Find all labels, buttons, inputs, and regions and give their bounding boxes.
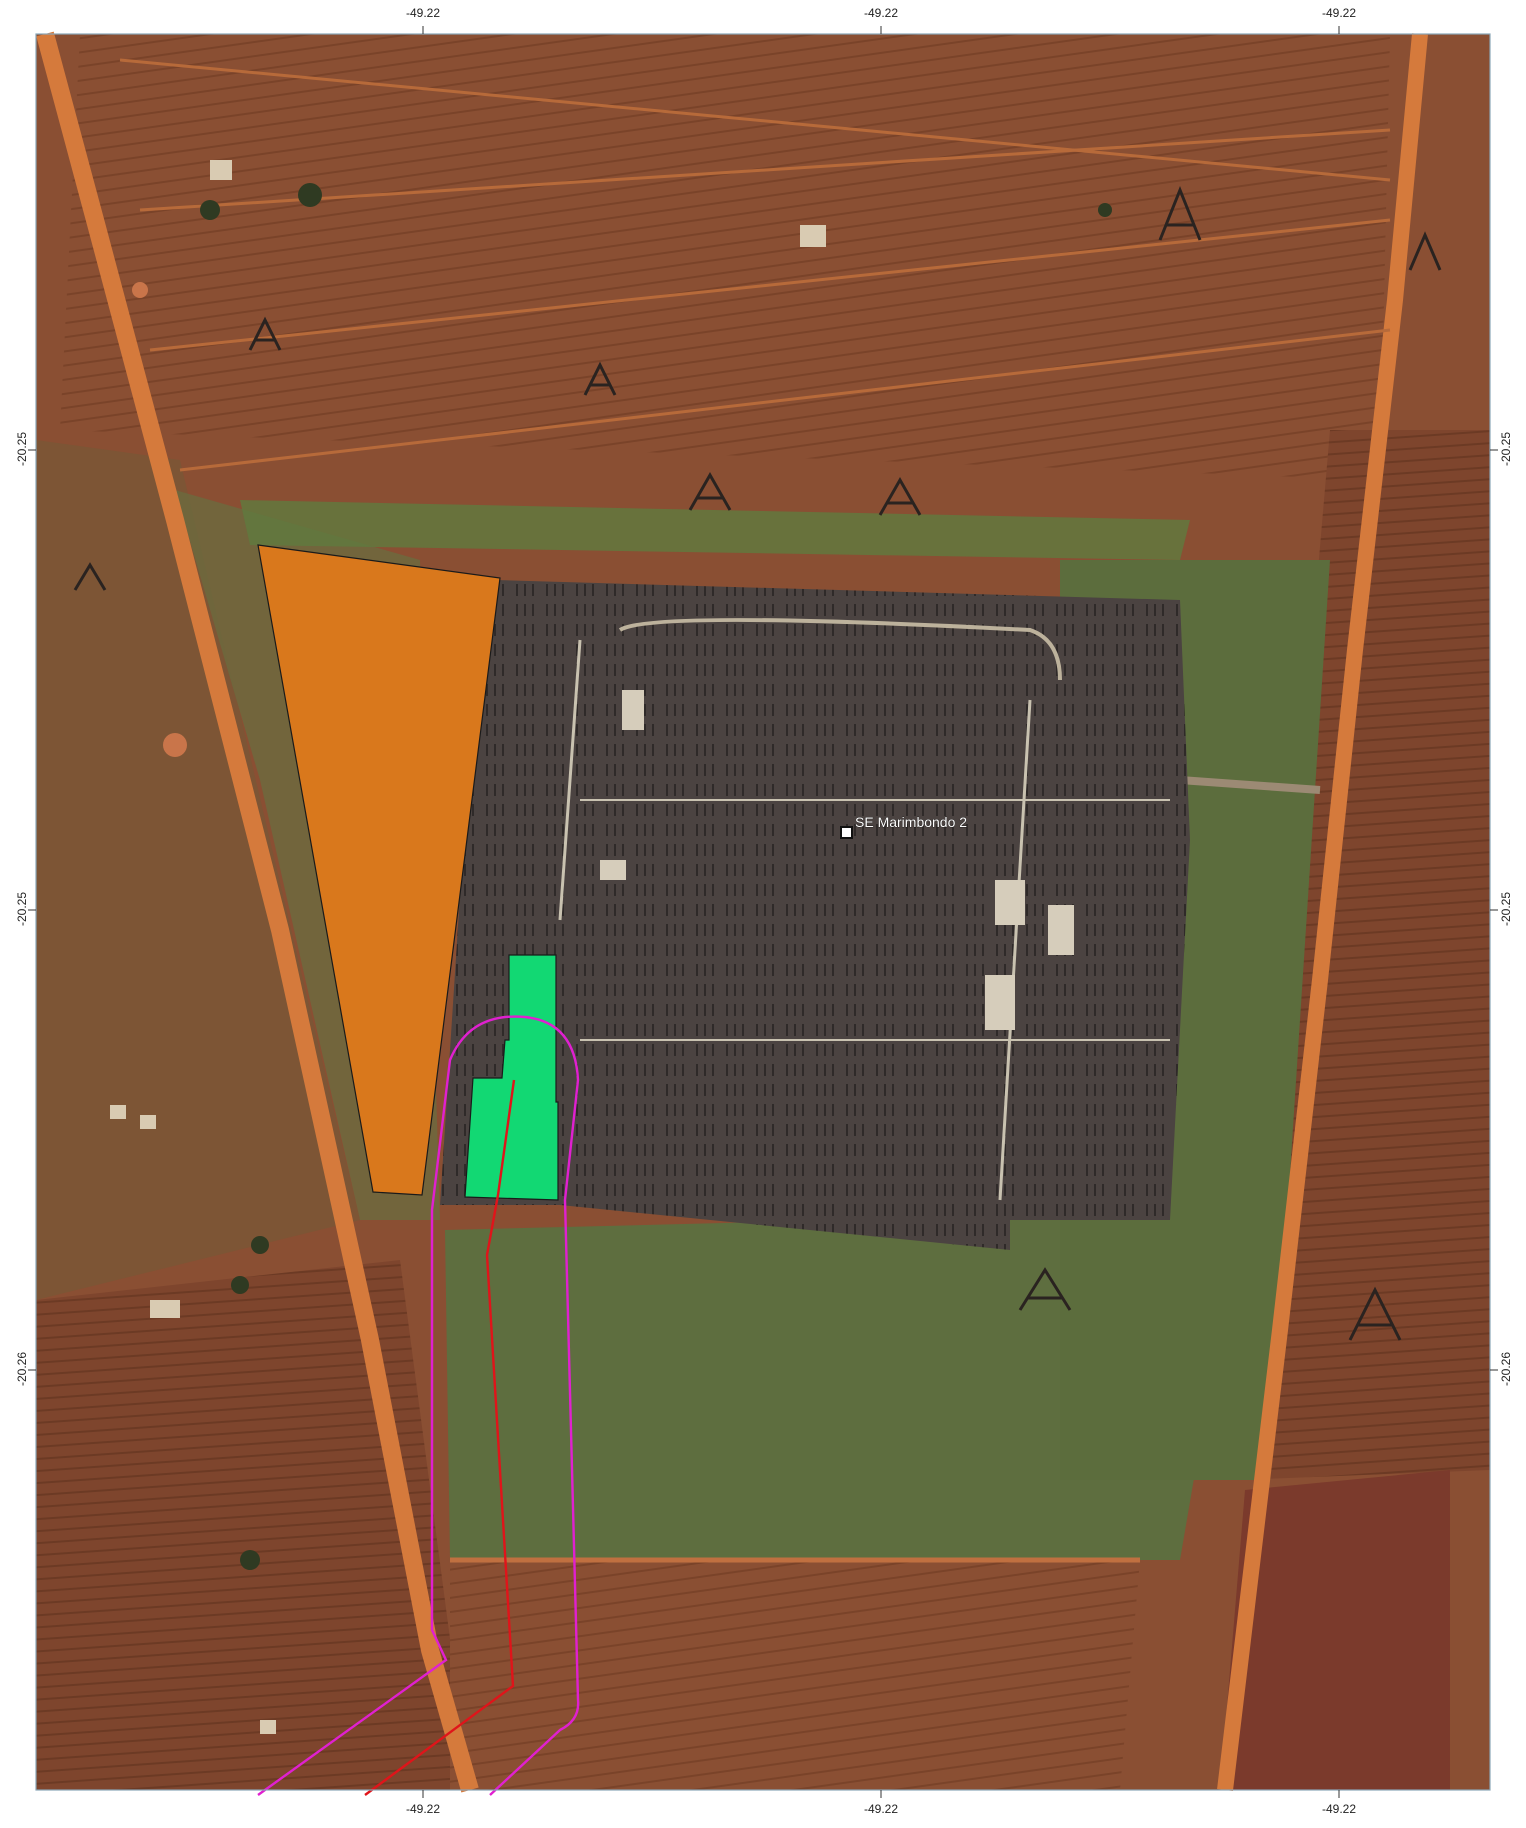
tower-3 xyxy=(688,471,732,511)
lat-tick-left-1: -20.25 xyxy=(15,431,29,467)
substation-yard xyxy=(440,580,1190,1250)
lon-tick-top-3: -49.22 xyxy=(1321,6,1357,20)
lon-tick-bottom-1: -49.22 xyxy=(405,1802,441,1816)
tower-4 xyxy=(878,476,922,516)
road-field-track-2 xyxy=(139,128,1391,212)
poi-marker[interactable] xyxy=(840,826,853,839)
field-west xyxy=(36,440,360,1300)
grass-strip-north xyxy=(240,500,1190,560)
transmission-towers xyxy=(73,185,1442,1341)
lat-tick-left-3: -20.26 xyxy=(15,1351,29,1387)
field-southwest xyxy=(36,1260,470,1790)
magenta-route-line[interactable] xyxy=(257,1015,580,1796)
map-area xyxy=(35,33,1491,1791)
graticule-ticks xyxy=(28,26,1498,1798)
lon-tick-bottom-2: -49.22 xyxy=(863,1802,899,1816)
orange-area-polygon[interactable] xyxy=(257,544,501,1196)
lon-tick-bottom-3: -49.22 xyxy=(1321,1802,1357,1816)
red-route-line[interactable] xyxy=(364,1079,516,1796)
field-south xyxy=(450,1560,1140,1790)
road-substation-access xyxy=(1179,776,1321,794)
tower-7 xyxy=(1018,1267,1072,1311)
field-southeast xyxy=(1220,1470,1450,1790)
road-field-track-3 xyxy=(149,218,1391,352)
lat-tick-left-2: -20.25 xyxy=(15,891,29,927)
lon-tick-top-1: -49.22 xyxy=(405,6,441,20)
road-field-track xyxy=(119,58,1391,182)
road-field-track-4 xyxy=(179,328,1391,472)
tower-6 xyxy=(73,562,107,591)
tower-9 xyxy=(1408,231,1442,271)
road-west xyxy=(36,31,479,1793)
green-area-polygon[interactable] xyxy=(464,954,559,1201)
tower-5 xyxy=(1158,185,1202,241)
lat-tick-right-3: -20.26 xyxy=(1499,1351,1513,1387)
farm-buildings xyxy=(110,160,1112,1734)
lat-tick-right-2: -20.25 xyxy=(1499,891,1513,927)
lon-tick-top-2: -49.22 xyxy=(863,6,899,20)
tower-8 xyxy=(1348,1286,1402,1341)
tower-2 xyxy=(583,361,617,396)
road-east xyxy=(1217,33,1428,1791)
poi-label: SE Marimbondo 2 xyxy=(855,814,967,830)
roads xyxy=(36,31,1428,1793)
tower-1 xyxy=(248,316,282,351)
field-north xyxy=(60,34,1390,480)
lat-tick-right-1: -20.25 xyxy=(1499,431,1513,467)
field-east xyxy=(1240,430,1490,1480)
